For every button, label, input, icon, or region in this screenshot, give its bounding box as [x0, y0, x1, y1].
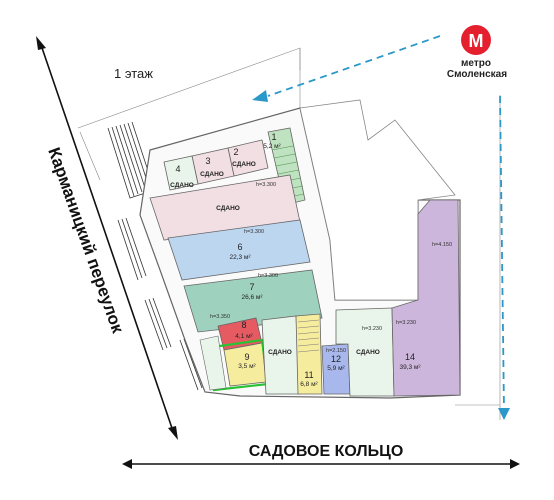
room-3-label: СДАНО: [200, 171, 224, 178]
room-13-height: h=3.230: [362, 326, 382, 332]
room-6-area: 22,3 м²: [229, 254, 251, 261]
metro-logo-letter: М: [469, 31, 484, 51]
room-13-label: СДАНО: [356, 349, 380, 356]
room-6-height: h=3.300: [244, 229, 264, 235]
room-9-area: 3,5 м²: [238, 363, 256, 370]
room-14-area: 39,3 м²: [399, 364, 421, 371]
room-7-number: 7: [249, 282, 254, 292]
room-11-number: 11: [304, 370, 313, 380]
room-14[interactable]: [391, 199, 461, 397]
street-axis-left: [39, 41, 175, 435]
room-12-area: 5,9 м²: [327, 365, 345, 372]
room-4-number: 4: [175, 164, 180, 174]
bottom-axis-arrow-left: [122, 459, 132, 469]
metro-label-line2: Смоленская: [447, 69, 507, 80]
room-4-label: СДАНО: [170, 182, 194, 189]
bottom-axis-arrow-right: [510, 459, 520, 469]
room-1-area: 5,2 м²: [263, 143, 281, 150]
room-12-height: h=2.150: [326, 348, 346, 354]
left-axis-arrow-bottom: [168, 426, 178, 440]
room-7[interactable]: [183, 269, 323, 333]
room-6[interactable]: [167, 219, 311, 281]
room-8-number: 8: [241, 320, 246, 330]
left-axis-arrow-top: [36, 36, 46, 50]
room-11[interactable]: [295, 313, 323, 395]
room-1-number: 1: [271, 132, 276, 142]
room-2-label: СДАНО: [232, 161, 256, 168]
metro-label-line1: метро: [461, 58, 491, 69]
route-arrow-head-left: [252, 90, 268, 102]
left-lower-zone: [199, 335, 227, 391]
floor-label: 1 этаж: [114, 66, 153, 81]
left-lower-height: h=3.350: [210, 314, 230, 320]
rooms: 1 5,2 м² 2 СДАНО 3 СДАНО 4 СДАНО СДАНО h…: [149, 127, 461, 397]
room-6-number: 6: [237, 242, 242, 252]
room-2-number: 2: [233, 147, 238, 157]
room-14-number: 14: [405, 352, 415, 362]
room-9-number: 9: [244, 352, 249, 362]
room-4[interactable]: [163, 155, 199, 191]
metro-logo-icon: [461, 25, 491, 55]
entrance-stairs: [107, 121, 203, 391]
route-arrow-head-down: [498, 408, 510, 420]
room-14-height: h=3.230: [396, 320, 416, 326]
room-5-label: СДАНО: [216, 205, 240, 212]
room-3-number: 3: [205, 156, 210, 166]
room-8-area: 4,1 м²: [235, 333, 253, 340]
room-5-height: h=3.300: [256, 182, 276, 188]
room-7-height: h=3.300: [258, 273, 278, 279]
street-bottom-label: САДОВОЕ КОЛЬЦО: [249, 443, 404, 460]
route-arrows: [267, 35, 505, 411]
room-12-number: 12: [331, 354, 341, 364]
room-10-label: СДАНО: [268, 349, 292, 356]
room-7-area: 26,6 м²: [241, 294, 263, 301]
street-left-label: Карманицкий переулок: [44, 145, 127, 336]
room-14-rear-height: h=4.150: [432, 242, 452, 248]
room-11-area: 6,8 м²: [300, 381, 318, 388]
